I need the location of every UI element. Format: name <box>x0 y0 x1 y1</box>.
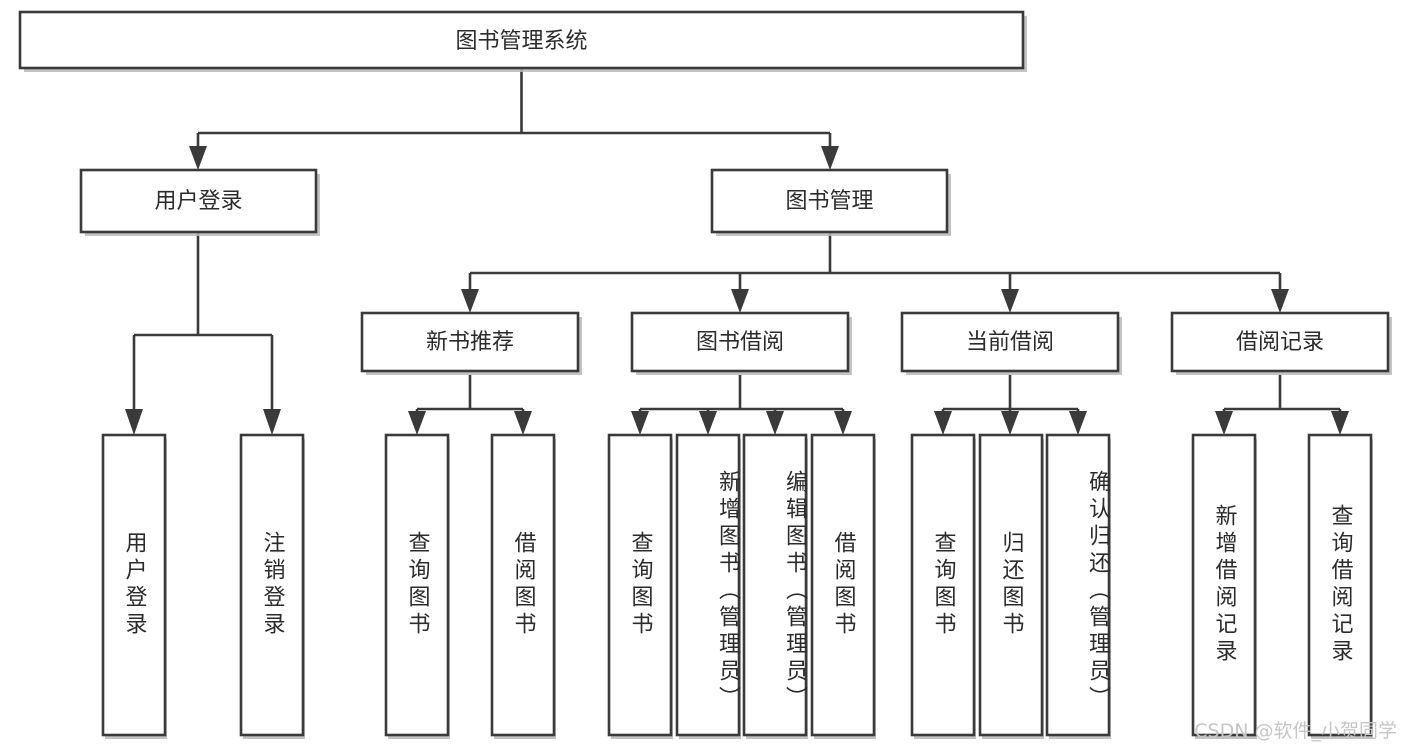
level3-node-current-borrow-box[interactable] <box>900 311 1120 373</box>
level3-node-borrow-record-box[interactable] <box>1170 311 1390 373</box>
arrow-nb-leaf-1 <box>408 411 426 435</box>
leaf-box-book-borrow-2[interactable] <box>742 433 808 737</box>
leaf-box-current-borrow-0[interactable] <box>910 433 976 737</box>
arrow-br-leaf-2 <box>1331 411 1349 435</box>
level3-node-new-book-label: 新书推荐 <box>426 330 514 355</box>
arrow-bb-leaf-4 <box>834 411 852 435</box>
level3-node-new-book-box[interactable] <box>360 311 580 373</box>
leaf-box-book-borrow-3[interactable] <box>810 433 876 737</box>
arrow-cb-leaf-2 <box>1001 411 1019 435</box>
leaf-box-user-login-0[interactable] <box>101 433 167 737</box>
arrow-bb-leaf-1 <box>631 411 649 435</box>
arrow-user-login <box>189 146 207 170</box>
node-layer: 图书管理系统 用户登录 图书管理 新书推荐 图书借阅 当前借阅 借阅记录 <box>18 10 1392 739</box>
level2-node-user-login-label: 用户登录 <box>154 189 242 214</box>
level2-node-user-login-box[interactable] <box>79 168 318 234</box>
arrow-book-borrow <box>731 289 749 313</box>
level3-node-borrow-record-label: 借阅记录 <box>1236 330 1324 355</box>
level2-node-book-manage-box[interactable] <box>710 168 949 234</box>
level2-node-book-manage-label: 图书管理 <box>785 189 873 214</box>
arrow-cb-leaf-1 <box>934 411 952 435</box>
arrow-br-leaf-1 <box>1215 411 1233 435</box>
level3-node-current-borrow-label: 当前借阅 <box>966 330 1054 355</box>
arrow-leaf-user-login <box>125 409 143 435</box>
leaf-box-borrow-record-1[interactable] <box>1307 433 1373 737</box>
leaf-box-current-borrow-2[interactable] <box>1045 433 1111 737</box>
level3-node-book-borrow-box[interactable] <box>630 311 850 373</box>
arrow-nb-leaf-2 <box>514 411 532 435</box>
leaf-box-new-book-1[interactable] <box>490 433 556 737</box>
arrow-current-borrow <box>1001 289 1019 313</box>
arrow-borrow-record <box>1271 289 1289 313</box>
leaf-box-book-borrow-1[interactable] <box>675 433 741 737</box>
leaf-box-book-borrow-0[interactable] <box>607 433 673 737</box>
leaf-box-new-book-0[interactable] <box>384 433 450 737</box>
arrow-new-book <box>461 289 479 313</box>
root-node-box[interactable] <box>18 10 1025 70</box>
arrow-book-manage <box>821 146 839 170</box>
root-node-label: 图书管理系统 <box>455 29 587 54</box>
arrow-bb-leaf-3 <box>766 411 784 435</box>
leaf-box-borrow-record-0[interactable] <box>1191 433 1257 737</box>
arrow-bb-leaf-2 <box>699 411 717 435</box>
connector-layer <box>125 68 1349 435</box>
leaf-box-current-borrow-1[interactable] <box>978 433 1044 737</box>
leaf-box-user-login-1[interactable] <box>239 433 305 737</box>
arrow-cb-leaf-3 <box>1069 411 1087 435</box>
arrow-leaf-logout <box>263 409 281 435</box>
watermark-text: CSDN @软件_小贺同学 <box>1194 720 1397 742</box>
level3-node-book-borrow-label: 图书借阅 <box>696 330 784 355</box>
